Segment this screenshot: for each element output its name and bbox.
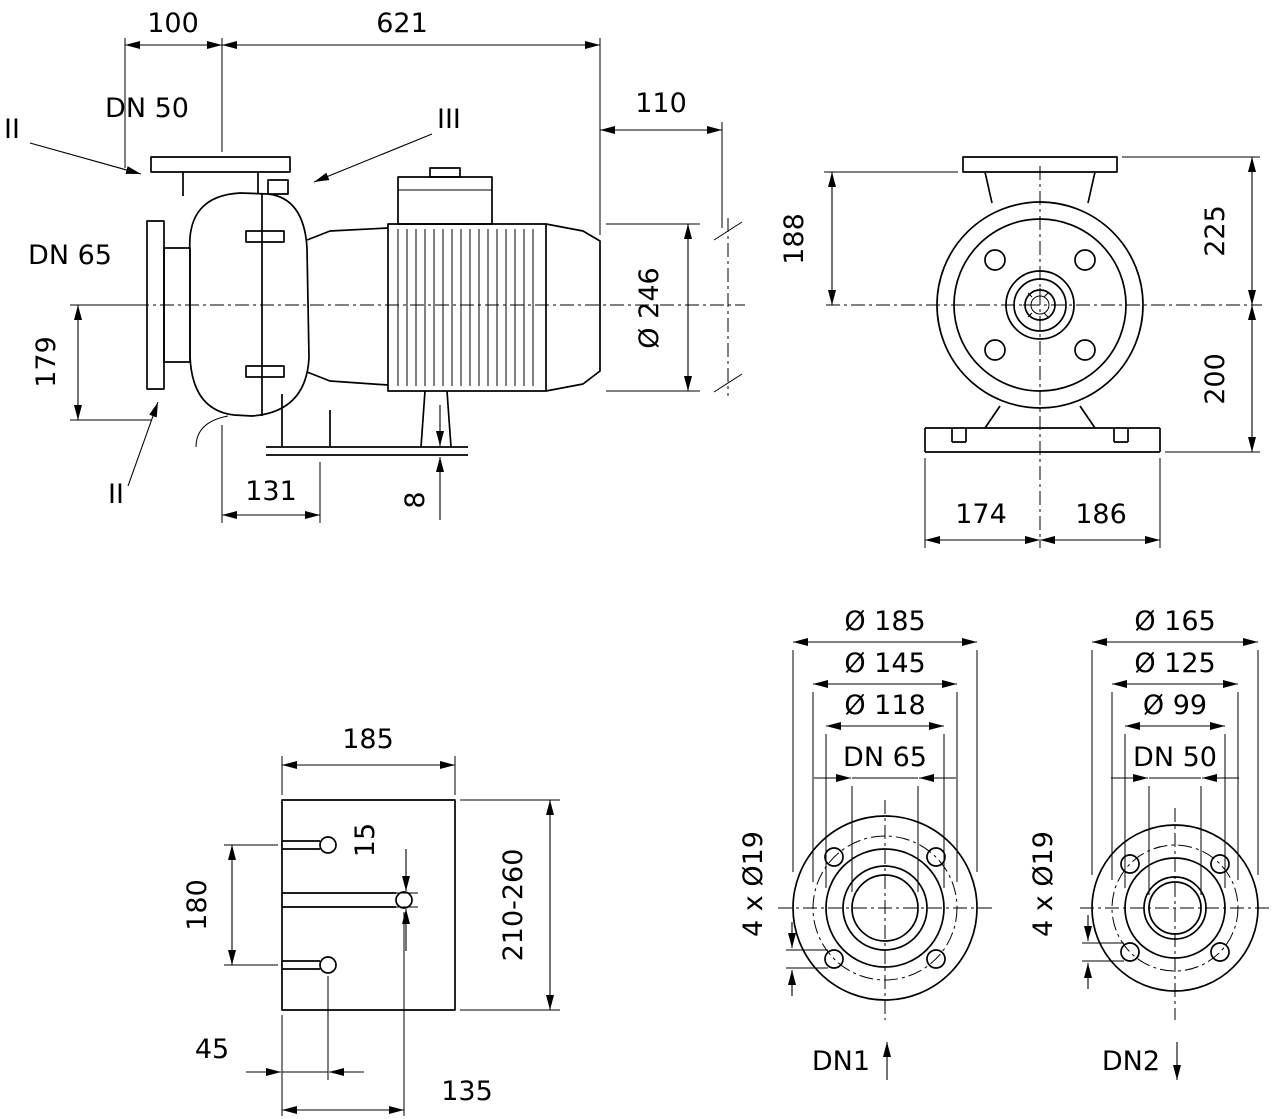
flange-dn2-drawing — [1080, 808, 1270, 1020]
terminal-box — [397, 176, 493, 225]
bolt-circle — [812, 835, 958, 981]
dim-246: Ø 246 — [634, 267, 665, 348]
flange-dn1-drawing — [778, 800, 992, 1020]
bore-circle — [851, 874, 919, 942]
raised-face-circle — [1124, 857, 1226, 959]
mounting-plate — [281, 799, 456, 1011]
flange-bolt-hole — [1120, 854, 1140, 874]
marker-III: III — [437, 104, 461, 135]
flange-bolt-hole — [1120, 942, 1140, 962]
dim-179: 179 — [31, 336, 62, 388]
anchor-bolt-head — [319, 836, 337, 854]
dim-holes-dn2: 4 x Ø19 — [1028, 831, 1059, 937]
dim-186: 186 — [1075, 499, 1127, 530]
flange-dn1-dimensions: Ø 185 Ø 145 Ø 118 DN 65 4 x Ø19 DN1 — [738, 606, 978, 1080]
dim-8: 8 — [400, 491, 431, 508]
dim-d118: Ø 118 — [844, 690, 925, 721]
casing-bolt-hole — [1074, 339, 1096, 361]
dim-15: 15 — [350, 823, 381, 857]
flange-dn1-view: Ø 185 Ø 145 Ø 118 DN 65 4 x Ø19 DN1 — [738, 606, 992, 1080]
marker-II-bottom: II — [108, 479, 124, 510]
casing-outer-circle — [936, 201, 1144, 409]
pump-casing — [188, 192, 310, 417]
bolt-circle — [1111, 844, 1239, 972]
foot-slot — [1113, 428, 1129, 443]
dim-dn65: DN 65 — [843, 742, 927, 773]
dim-d145: Ø 145 — [844, 648, 925, 679]
dim-180: 180 — [182, 879, 213, 931]
label-dn2: DN2 — [1102, 1046, 1160, 1077]
drain-pipe — [195, 415, 229, 448]
label-dn1: DN1 — [812, 1046, 870, 1077]
bore-circle — [1148, 881, 1202, 935]
dim-110: 110 — [635, 88, 687, 119]
flange-bolt-hole — [1210, 854, 1230, 874]
dim-d165: Ø 165 — [1134, 606, 1215, 637]
flange-dn2-dimensions: Ø 165 Ø 125 Ø 99 DN 50 4 x Ø19 DN2 — [1028, 606, 1259, 1080]
motor-foot — [420, 390, 452, 448]
flange-bolt-hole — [926, 949, 946, 969]
casing-bolt-hole — [1074, 249, 1096, 271]
dim-185: 185 — [342, 724, 394, 755]
label-dn65-port: DN 65 — [28, 240, 112, 271]
dim-dn50: DN 50 — [1133, 742, 1217, 773]
foot-slot — [951, 428, 967, 443]
top-flange — [962, 156, 1118, 173]
dim-225: 225 — [1200, 205, 1231, 257]
base-plate-view: 185 180 15 210-260 45 — [182, 724, 560, 1116]
raised-face-circle — [825, 848, 945, 968]
dim-210-260: 210-260 — [498, 849, 529, 962]
dim-174: 174 — [955, 499, 1007, 530]
side-view-drawing — [135, 156, 745, 456]
motor-endbell — [545, 223, 601, 392]
dim-d185: Ø 185 — [844, 606, 925, 637]
anchor-bolt-stem — [282, 892, 396, 908]
dim-131: 131 — [245, 476, 297, 507]
motor-body — [387, 223, 547, 392]
shaft-spline — [1023, 288, 1057, 322]
anchor-bolt-stem — [282, 960, 320, 970]
anchor-bolt-head — [395, 891, 413, 909]
dim-d125: Ø 125 — [1134, 648, 1215, 679]
vent-plug — [267, 179, 289, 195]
casing-bolt-hole — [984, 339, 1006, 361]
base-plate-dimensions: 185 180 15 210-260 45 — [182, 724, 560, 1116]
anchor-bolt-head — [319, 956, 337, 974]
front-view: 188 225 200 174 186 — [779, 156, 1262, 548]
marker-II-top: II — [4, 114, 20, 145]
flange-outer-circle — [1091, 824, 1259, 992]
discharge-flange — [150, 156, 291, 173]
pump-foot — [281, 394, 331, 447]
dim-621: 621 — [376, 8, 428, 39]
front-view-dimensions: 188 225 200 174 186 — [779, 156, 1260, 548]
motor-fins — [397, 229, 534, 386]
flange-dn2-view: Ø 165 Ø 125 Ø 99 DN 50 4 x Ø19 DN2 — [1028, 606, 1270, 1080]
base-plate-drawing — [281, 799, 456, 1011]
dim-188: 188 — [779, 213, 810, 265]
flange-bolt-hole — [824, 949, 844, 969]
side-view: 100 621 110 DN 50 III II DN 65 179 — [4, 8, 745, 523]
dim-100: 100 — [147, 8, 199, 39]
flange-bolt-hole — [926, 847, 946, 867]
dim-d99: Ø 99 — [1143, 690, 1207, 721]
dim-200: 200 — [1200, 353, 1231, 405]
flange-bolt-hole — [1210, 942, 1230, 962]
anchor-bolt-stem — [282, 840, 320, 850]
side-view-dimensions: 100 621 110 DN 50 III II DN 65 179 — [4, 8, 723, 523]
flange-bolt-hole — [824, 847, 844, 867]
dim-45: 45 — [195, 1034, 229, 1065]
lantern — [306, 227, 389, 386]
label-dn50-port: DN 50 — [105, 93, 189, 124]
dim-135: 135 — [441, 1076, 493, 1107]
front-view-drawing — [826, 156, 1262, 548]
dim-holes-dn1: 4 x Ø19 — [738, 831, 769, 937]
shaft-circle — [1030, 295, 1050, 315]
flange-outer-circle — [792, 815, 978, 1001]
casing-bolt-hole — [984, 249, 1006, 271]
